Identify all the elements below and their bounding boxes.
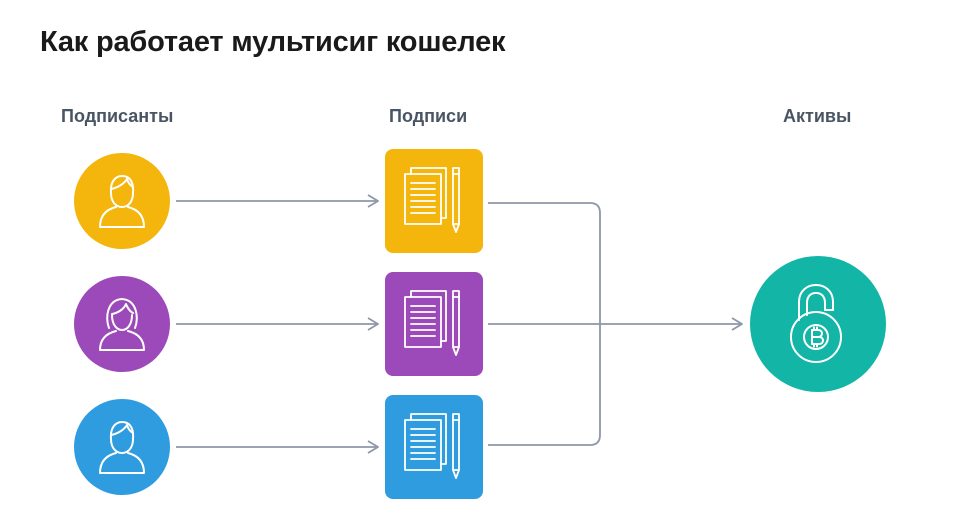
column-header-signatures: Подписи xyxy=(389,106,468,126)
connector-signature-3 xyxy=(488,324,601,446)
signer-3 xyxy=(74,399,170,495)
person-female-icon xyxy=(96,294,148,354)
signed-document-icon xyxy=(402,412,466,482)
asset-wallet xyxy=(750,256,886,392)
person-male-icon xyxy=(96,417,148,477)
column-header-assets: Активы xyxy=(783,106,852,126)
column-header-signers: Подписанты xyxy=(61,106,174,126)
signature-3 xyxy=(385,395,483,499)
page-title: Как работает мультисиг кошелек xyxy=(40,26,506,58)
connector-signature-1 xyxy=(488,202,601,324)
signer-1 xyxy=(74,153,170,249)
signed-document-icon xyxy=(402,166,466,236)
bitcoin-padlock-unlocked-icon xyxy=(783,282,853,366)
person-male-icon xyxy=(96,171,148,231)
signer-2 xyxy=(74,276,170,372)
signature-2 xyxy=(385,272,483,376)
signed-document-icon xyxy=(402,289,466,359)
signature-1 xyxy=(385,149,483,253)
